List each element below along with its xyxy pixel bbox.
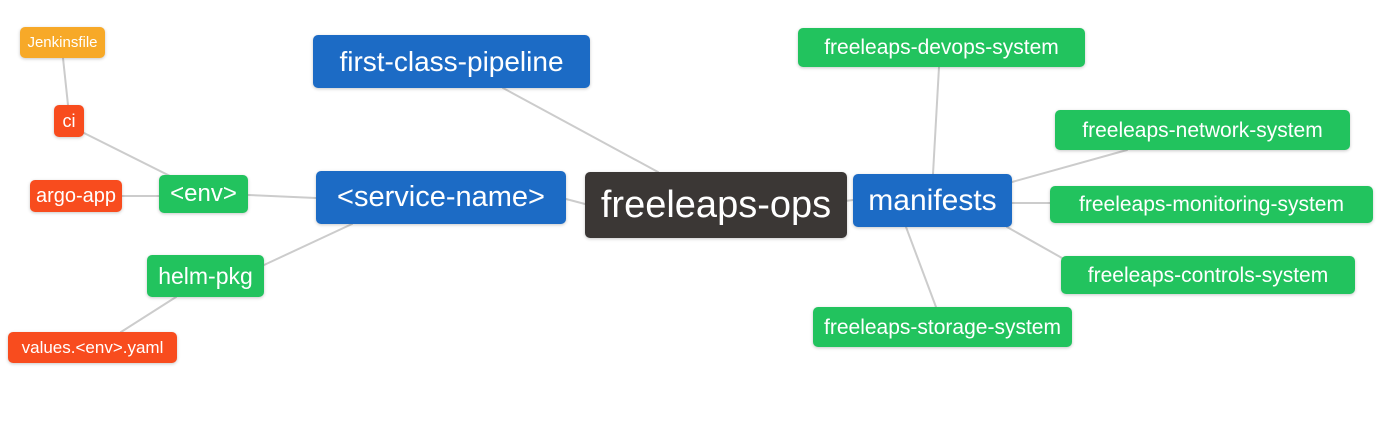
edge-manifests--freeleaps-controls-system (1006, 226, 1063, 259)
edge-jenkinsfile--ci (62, 57, 69, 106)
edge-values-env-yaml--helm-pkg (120, 296, 177, 333)
edge-ci--env (83, 132, 173, 178)
node-freeleaps-devops-system[interactable]: freeleaps-devops-system (798, 28, 1085, 67)
node-freeleaps-storage-system[interactable]: freeleaps-storage-system (813, 307, 1072, 347)
edge-env--service-name (247, 194, 317, 199)
node-freeleaps-monitoring-system[interactable]: freeleaps-monitoring-system (1050, 186, 1373, 223)
edge-manifests--freeleaps-storage-system (905, 226, 937, 308)
node-first-class-pipeline[interactable]: first-class-pipeline (313, 35, 590, 88)
node-argo-app[interactable]: argo-app (30, 180, 122, 212)
node-ci[interactable]: ci (54, 105, 84, 137)
edge-manifests--freeleaps-network-system (1011, 149, 1128, 183)
edge-manifests--freeleaps-devops-system (932, 66, 940, 175)
node-env[interactable]: <env> (159, 175, 248, 213)
node-jenkinsfile[interactable]: Jenkinsfile (20, 27, 105, 58)
node-freeleaps-controls-system[interactable]: freeleaps-controls-system (1061, 256, 1355, 294)
node-values-env-yaml[interactable]: values.<env>.yaml (8, 332, 177, 363)
edge-service-name--freeleaps-ops (565, 198, 586, 205)
node-freeleaps-ops[interactable]: freeleaps-ops (585, 172, 847, 238)
node-service-name[interactable]: <service-name> (316, 171, 566, 224)
node-freeleaps-network-system[interactable]: freeleaps-network-system (1055, 110, 1350, 150)
edge-helm-pkg--service-name (263, 223, 353, 266)
node-helm-pkg[interactable]: helm-pkg (147, 255, 264, 297)
node-manifests[interactable]: manifests (853, 174, 1012, 227)
edge-first-class-pipeline--freeleaps-ops (502, 87, 659, 173)
